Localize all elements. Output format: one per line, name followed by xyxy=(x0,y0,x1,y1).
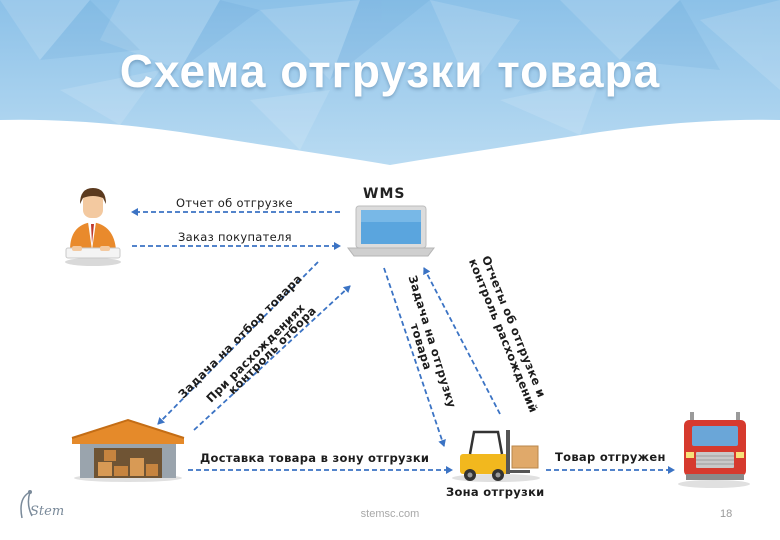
label-customer-order: Заказ покупателя xyxy=(178,230,292,244)
arrow-shipment-task xyxy=(383,267,446,447)
laptop-icon xyxy=(347,205,435,257)
label-shipping-zone: Зона отгрузки xyxy=(446,485,545,499)
footer-url: stemsc.com xyxy=(360,508,420,520)
forklift-icon xyxy=(452,430,540,482)
header-background xyxy=(0,0,780,165)
label-shipment-report: Отчет об отгрузке xyxy=(176,196,293,210)
wms-label: WMS xyxy=(363,186,406,202)
truck-icon xyxy=(678,412,750,488)
arrow-picking-control xyxy=(193,285,351,431)
footer-logo: Stem xyxy=(30,504,65,519)
manager-icon xyxy=(65,188,121,266)
slide-title: Схема отгрузки товара xyxy=(119,45,661,97)
label-delivery: Доставка товара в зону отгрузки xyxy=(200,451,430,465)
stem-logo-icon xyxy=(20,490,33,519)
page-number: 18 xyxy=(720,508,733,520)
warehouse-icon xyxy=(71,418,185,482)
arrow-picking-task xyxy=(157,261,319,425)
label-shipped: Товар отгружен xyxy=(555,450,666,464)
arrow-reports xyxy=(423,267,501,415)
